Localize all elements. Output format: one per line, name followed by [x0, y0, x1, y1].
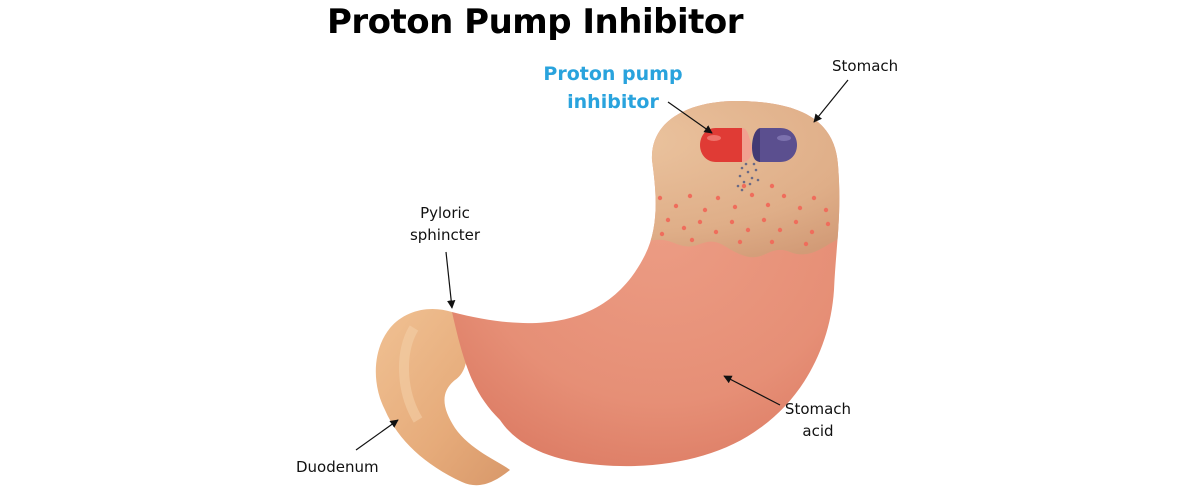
stomach-arrow — [813, 79, 849, 123]
label-duodenum: Duodenum — [296, 458, 379, 476]
pyloric-arrow — [445, 251, 456, 309]
pill-capsule-purple-half — [752, 128, 797, 162]
duodenum-shape — [375, 308, 510, 486]
pyloric-label-line-2: sphincter — [409, 226, 481, 244]
acid-label-line-2: acid — [802, 422, 834, 440]
label-pyloric-sphincter: Pyloric sphincter — [400, 202, 490, 246]
label-stomach: Stomach — [832, 57, 899, 75]
pill-powder — [736, 162, 760, 192]
diagram-title: Proton Pump Inhibitor — [326, 2, 744, 42]
duodenum-arrow — [355, 419, 399, 451]
acid-label-line-1: Stomach — [784, 400, 852, 418]
pyloric-label-line-1: Pyloric — [420, 204, 470, 222]
acid-particles — [657, 183, 831, 247]
label-stomach-acid: Stomach acid — [780, 398, 856, 442]
pill-capsule-red-half — [700, 128, 752, 162]
ppi-label-line-1: Proton pump — [543, 63, 683, 85]
label-arrows — [355, 79, 849, 451]
label-proton-pump-inhibitor: Proton pump inhibitor — [538, 60, 688, 116]
ppi-arrow — [667, 101, 713, 134]
ppi-label-line-2: inhibitor — [567, 91, 659, 113]
acid-arrow — [723, 375, 781, 406]
